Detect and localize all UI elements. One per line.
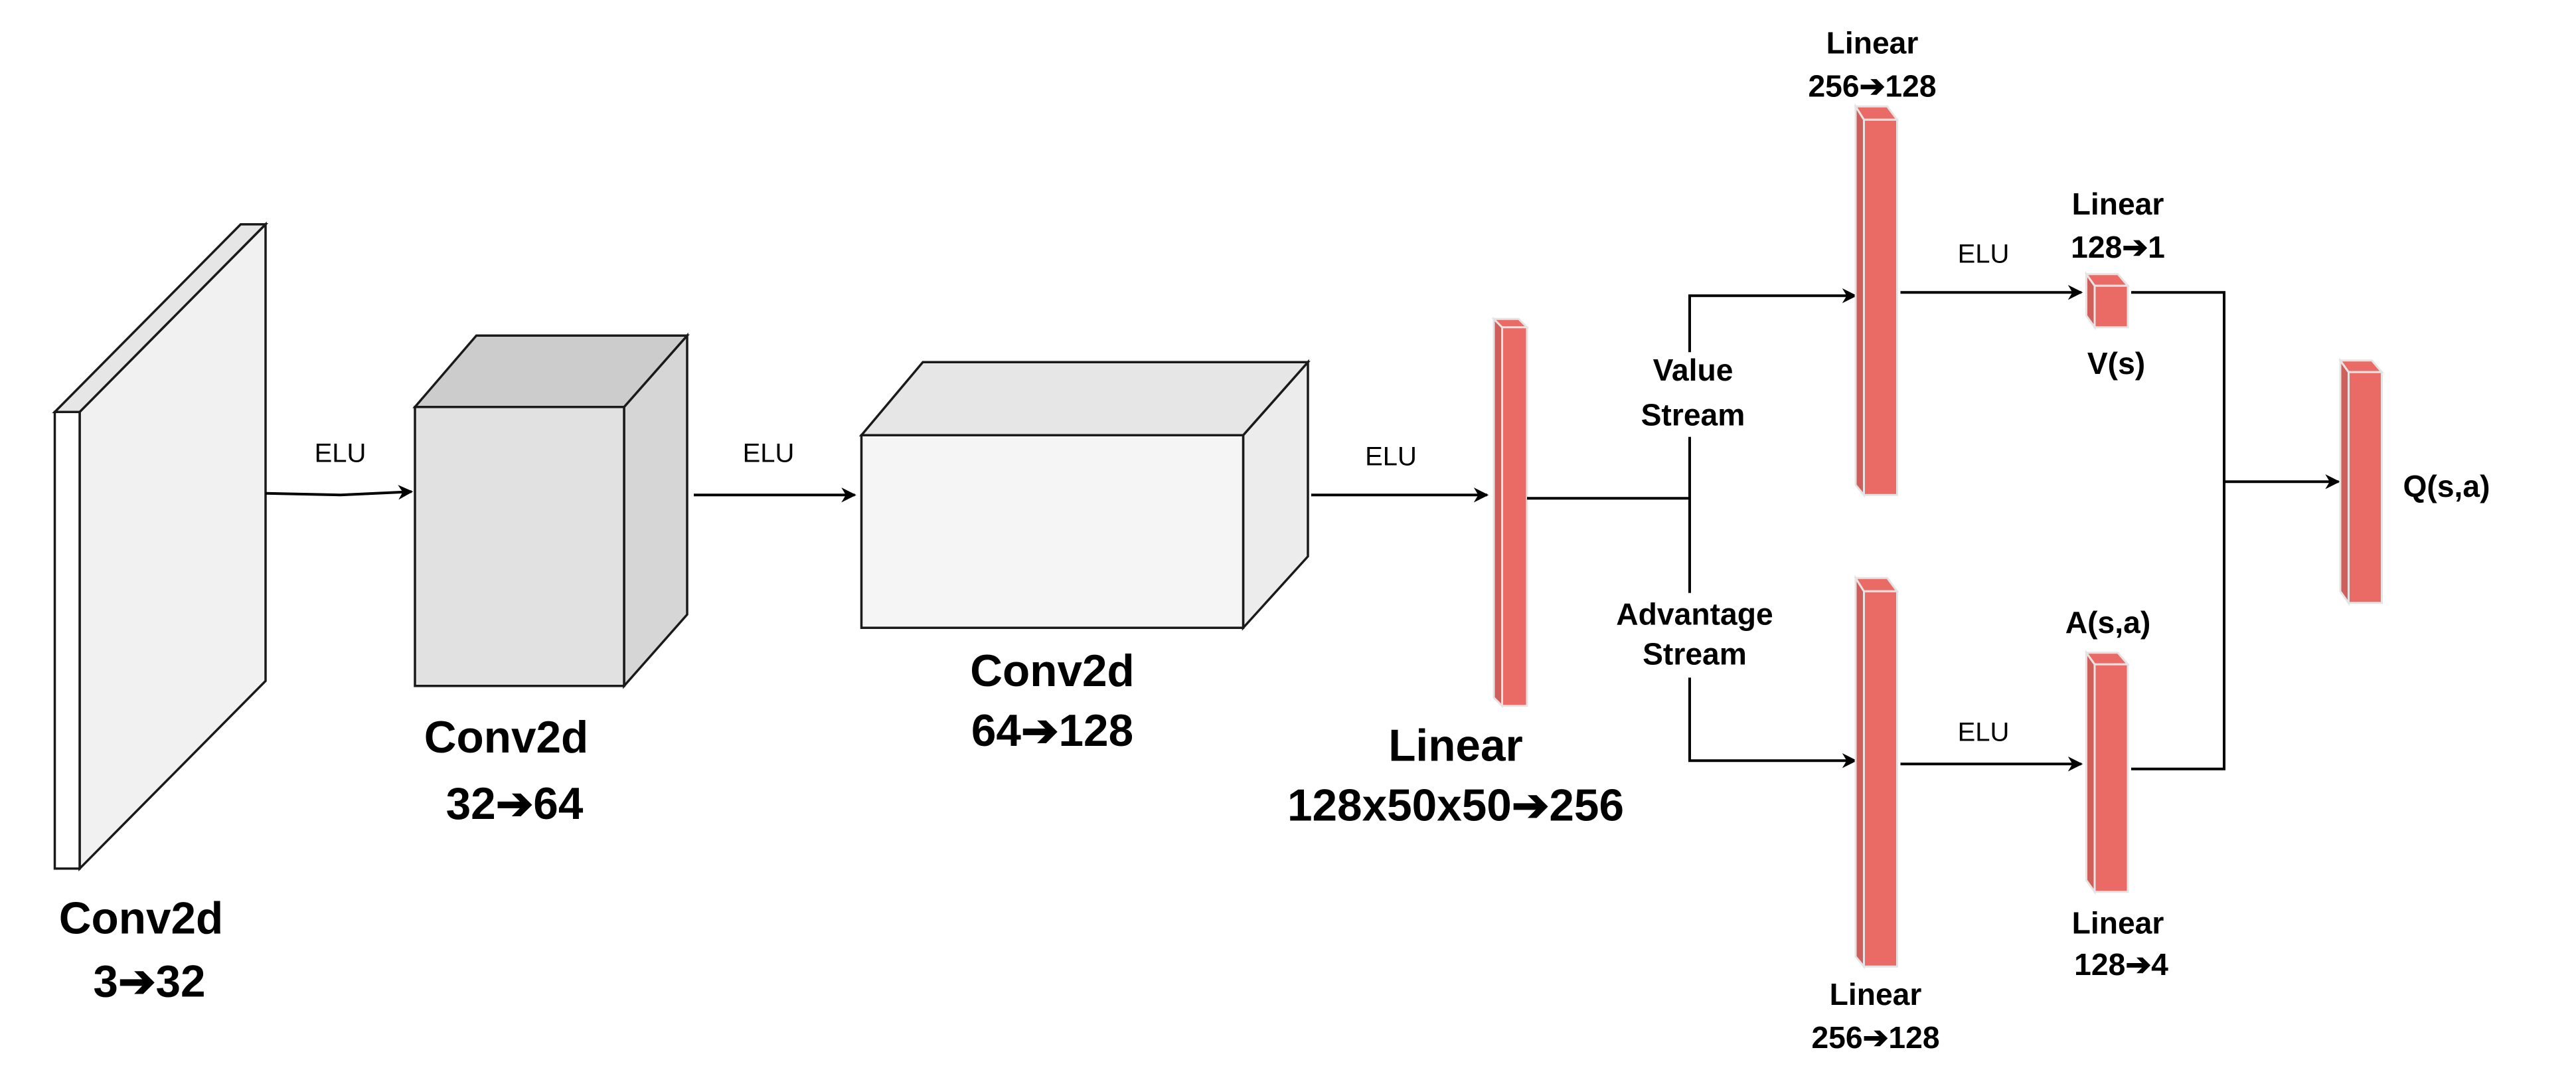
value-stream-label-2: Stream [1641,397,1745,432]
fc-layer-bar [1491,316,1530,709]
value-output-label: V(s) [2087,346,2145,381]
elu-label-advantage: ELU [1958,717,2010,747]
advantage-output-label: A(s,a) [2065,605,2151,640]
conv1-name: Conv2d [59,893,224,943]
value-fc-layer-bar [1854,103,1899,498]
conv2-block [412,332,690,689]
advantage-fc-name: Linear [1830,977,1922,1012]
conv3-name: Conv2d [970,646,1135,696]
elu-label-2: ELU [743,438,795,468]
value-stream-label-1: Value [1653,353,1733,387]
q-layer-bar [2338,357,2384,606]
value-out-layer-bar [2084,271,2131,331]
arrow-advantage-stream [1688,677,1858,768]
elu-label-value: ELU [1958,239,2010,268]
value-fc-name: Linear [1826,25,1919,60]
value-out-dims: 128➔1 [2071,230,2165,264]
conv3-dims: 64➔128 [971,706,1133,756]
conv2-dims: 32➔64 [446,779,584,829]
advantage-out-layer-bar [2084,650,2131,895]
conv1-block [52,221,269,872]
conv1-dims: 3➔32 [93,956,205,1006]
q-output-label: Q(s,a) [2403,469,2490,503]
advantage-fc-layer-bar [1854,575,1899,970]
value-out-name: Linear [2072,187,2164,221]
advantage-out-name: Linear [2072,905,2164,940]
advantage-stream-label-2: Stream [1643,636,1747,671]
advantage-fc-dims: 256➔128 [1811,1020,1939,1055]
merge-lines [2131,291,2225,770]
arrow-conv1-conv2 [265,484,414,500]
elu-label-3: ELU [1365,442,1417,471]
conv3-block [858,359,1311,631]
advantage-stream-label-1: Advantage [1616,596,1773,631]
fc-name: Linear [1388,721,1523,770]
elu-label-1: ELU [315,438,366,468]
conv2-name: Conv2d [424,713,589,762]
arrow-value-stream [1688,288,1858,353]
advantage-out-dims: 128➔4 [2074,947,2168,982]
value-fc-dims: 256➔128 [1808,68,1936,103]
fc-dims: 128x50x50➔256 [1287,780,1624,830]
